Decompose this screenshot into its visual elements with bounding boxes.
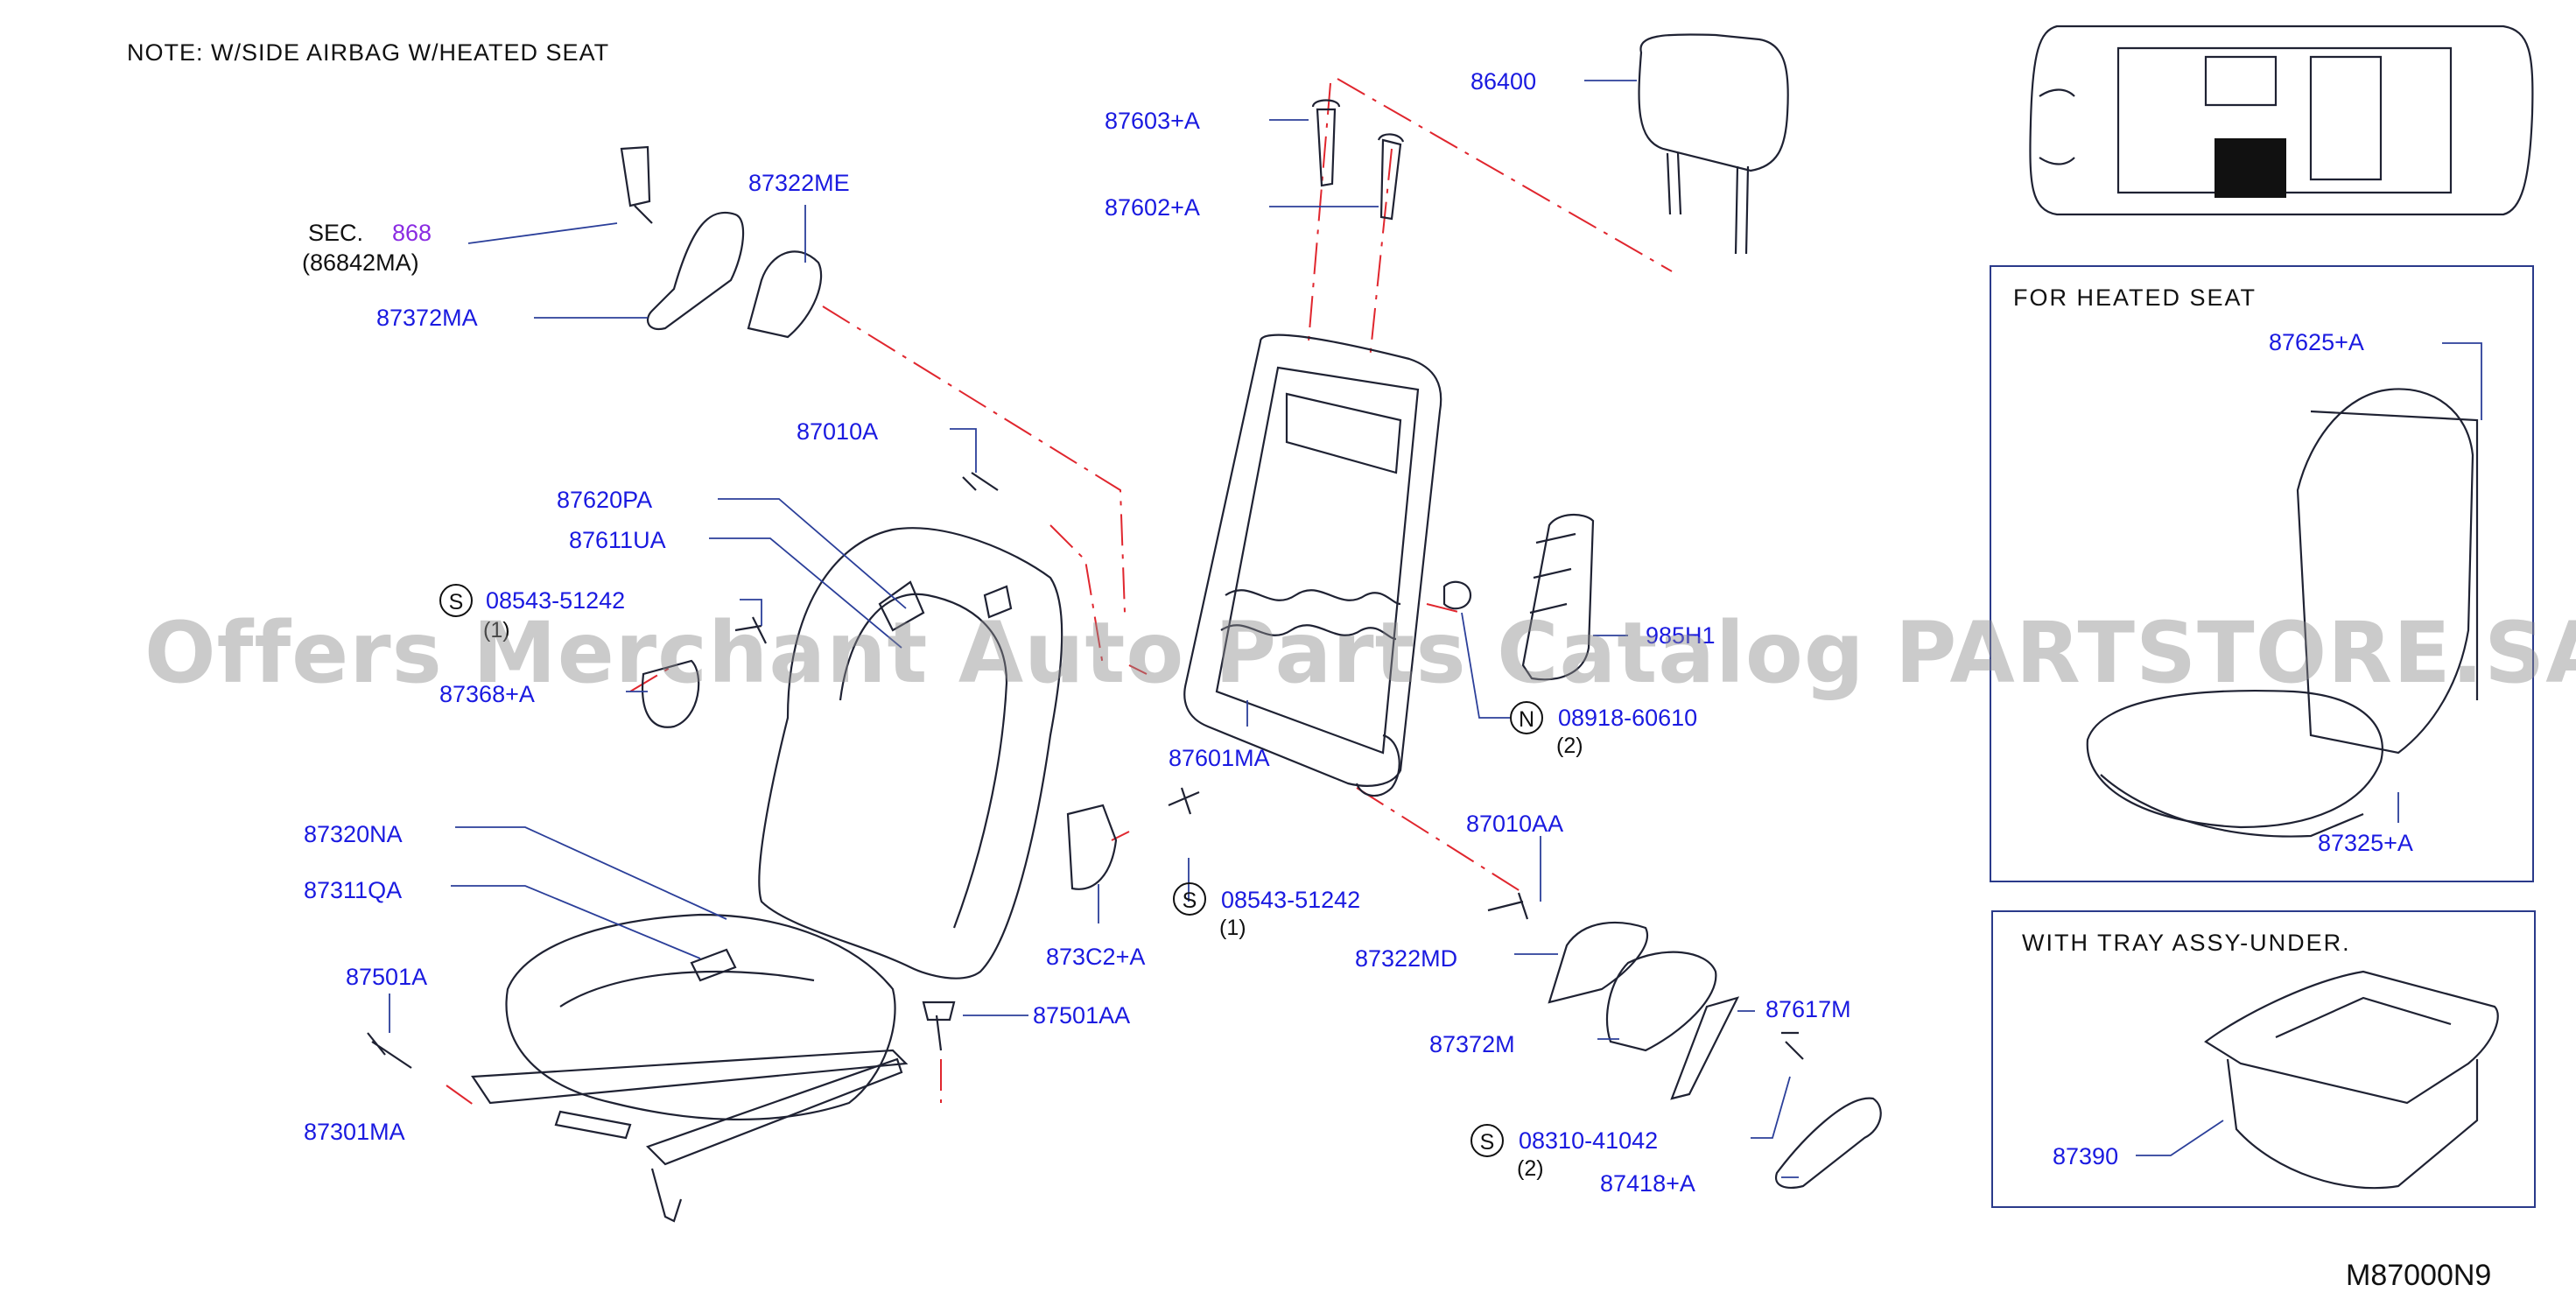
n-badge: N <box>1510 701 1543 734</box>
part-87325a[interactable]: 87325+A <box>2318 830 2413 856</box>
diagram-code: M87000N9 <box>2346 1259 2492 1292</box>
part-87620pa[interactable]: 87620PA <box>557 487 653 513</box>
qty-1-b: (1) <box>1219 916 1246 940</box>
part-87322md[interactable]: 87322MD <box>1355 945 1458 972</box>
seat-back-cushion <box>758 527 1063 980</box>
leader-lines <box>389 80 1799 1178</box>
part-87501aa[interactable]: 87501AA <box>1033 1002 1131 1029</box>
part-08918-60610[interactable]: 08918-60610 <box>1558 705 1698 731</box>
tray-title: WITH TRAY ASSY-UNDER. <box>2022 930 2351 956</box>
s-badge: S <box>439 584 473 617</box>
part-87601ma[interactable]: 87601MA <box>1169 745 1270 771</box>
part-08310-41042[interactable]: 08310-41042 <box>1519 1127 1659 1154</box>
seat-cushion <box>505 913 896 1121</box>
part-08543-51242-a[interactable]: 08543-51242 <box>486 587 626 614</box>
part-87301ma[interactable]: 87301MA <box>304 1119 405 1145</box>
part-87368a[interactable]: 87368+A <box>439 681 535 707</box>
small-parts <box>367 145 1882 1189</box>
part-87372m[interactable]: 87372M <box>1429 1031 1515 1057</box>
part-86400[interactable]: 86400 <box>1470 68 1537 95</box>
part-87603a[interactable]: 87603+A <box>1105 108 1200 134</box>
part-87372ma[interactable]: 87372MA <box>376 305 478 331</box>
part-87611ua[interactable]: 87611UA <box>569 527 666 553</box>
part-985h1[interactable]: 985H1 <box>1646 622 1716 649</box>
headrest-drawing <box>1638 33 1789 255</box>
part-87010a[interactable]: 87010A <box>797 418 879 445</box>
part-87322me[interactable]: 87322ME <box>748 170 850 196</box>
seat-back-frame <box>1183 334 1442 797</box>
part-08543-51242-b[interactable]: 08543-51242 <box>1221 887 1361 913</box>
assembly-lines <box>446 78 1673 1108</box>
part-87625a[interactable]: 87625+A <box>2269 329 2364 355</box>
note-text: NOTE: W/SIDE AIRBAG W/HEATED SEAT <box>127 39 610 66</box>
car-silhouette <box>2029 25 2534 216</box>
part-87010aa[interactable]: 87010AA <box>1466 811 1564 837</box>
part-87320na[interactable]: 87320NA <box>304 821 403 847</box>
part-873c2a[interactable]: 873C2+A <box>1046 944 1146 970</box>
heated-seat-title: FOR HEATED SEAT <box>2013 284 2257 311</box>
sec-label: SEC. <box>308 220 364 246</box>
qty-2-a: (2) <box>1556 734 1583 758</box>
sec-sub: (86842MA) <box>302 249 419 276</box>
seat-rail <box>471 1049 909 1223</box>
qty-1-a: (1) <box>483 618 510 642</box>
part-87418a[interactable]: 87418+A <box>1600 1170 1695 1197</box>
part-87602a[interactable]: 87602+A <box>1105 194 1200 221</box>
qty-2-b: (2) <box>1517 1156 1544 1181</box>
sec-number[interactable]: 868 <box>392 220 432 246</box>
part-87390[interactable]: 87390 <box>2053 1143 2119 1169</box>
guide-pins <box>1311 99 1405 221</box>
part-87617m[interactable]: 87617M <box>1765 996 1851 1022</box>
airbag-module <box>1521 514 1595 681</box>
heated-seat-box <box>1990 265 2534 882</box>
tray-box <box>1991 910 2536 1208</box>
part-87501a[interactable]: 87501A <box>346 964 428 990</box>
part-87311qa[interactable]: 87311QA <box>304 877 403 903</box>
s-badge: S <box>1470 1124 1504 1157</box>
s-badge: S <box>1173 882 1206 916</box>
tray-drawing <box>2204 970 2499 1190</box>
